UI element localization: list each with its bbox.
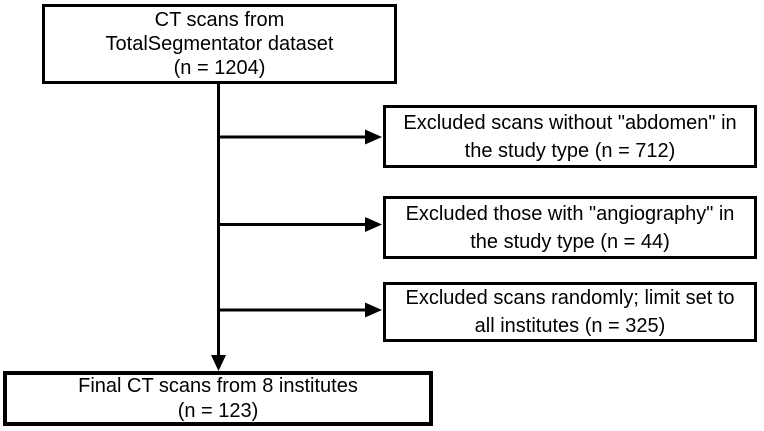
arrow-right-branch-3 xyxy=(218,302,382,318)
node-excluded-angiography-line-1: Excluded those with "angiography" in xyxy=(405,202,735,225)
arrow-right-branch-2 xyxy=(218,217,382,232)
node-excluded-random-line-2: all institutes (n = 325) xyxy=(474,315,666,337)
node-source-dataset: CT scans from TotalSegmentator dataset (… xyxy=(42,4,397,84)
node-excluded-angiography: Excluded those with "angiography" in the… xyxy=(383,196,757,259)
arrow-down-main xyxy=(211,84,226,371)
node-final-line-1: Final CT scans from 8 institutes xyxy=(78,374,358,397)
node-excluded-random: Excluded scans randomly; limit set to al… xyxy=(383,282,757,342)
node-excluded-random-line-1: Excluded scans randomly; limit set to xyxy=(405,287,735,309)
node-source-line-1: CT scans from xyxy=(154,9,285,31)
node-source-line-2: TotalSegmentator dataset xyxy=(105,33,334,55)
arrow-right-branch-1 xyxy=(218,129,382,145)
node-excluded-abdomen: Excluded scans without "abdomen" in the … xyxy=(383,105,757,168)
node-excluded-abdomen-line-1: Excluded scans without "abdomen" in xyxy=(403,111,737,134)
node-final-line-2: (n = 123) xyxy=(177,399,259,422)
node-final-scans: Final CT scans from 8 institutes (n = 12… xyxy=(3,371,433,426)
node-excluded-angiography-line-2: the study type (n = 44) xyxy=(470,230,670,253)
node-excluded-abdomen-line-2: the study type (n = 712) xyxy=(464,139,676,162)
node-source-line-3: (n = 1204) xyxy=(173,57,266,79)
